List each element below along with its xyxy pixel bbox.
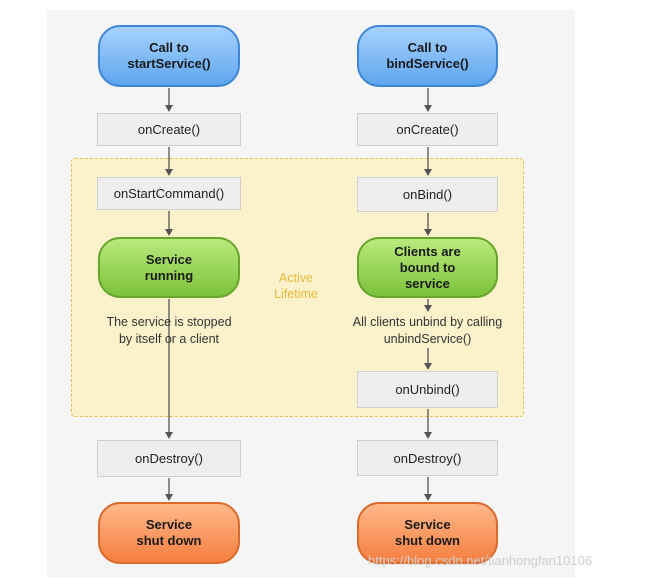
onunbind-box: onUnbind(): [357, 371, 498, 408]
left-running-to-destroy-arrow: [165, 299, 173, 439]
start-service-call: Call to startService(): [98, 25, 240, 87]
right-unbind-note: All clients unbind by calling unbindServ…: [352, 315, 503, 346]
bind-service-call: Call to bindService(): [357, 25, 498, 87]
right-bind-to-bound-arrow: [424, 213, 432, 236]
left-destroy-to-shutdown-arrow: [165, 478, 173, 501]
right-note-to-unbind-arrow: [424, 348, 432, 370]
left-oncreate-box: onCreate(): [97, 113, 241, 146]
right-ondestroy-box: onDestroy(): [357, 440, 498, 476]
active-lifetime-label: Active Lifetime: [274, 271, 318, 301]
right-destroy-to-shutdown-arrow: [424, 477, 432, 501]
onstartcommand-box: onStartCommand(): [97, 177, 241, 210]
right-oncreate-box: onCreate(): [357, 113, 498, 146]
left-stop-note: The service is stopped by itself or a cl…: [106, 315, 232, 346]
watermark: https://blog.csdn.net/tianhongfan10106: [368, 553, 593, 568]
service-running-state: Service running: [98, 237, 240, 298]
left-start-to-create-arrow: [165, 88, 173, 112]
left-service-shutdown: Service shut down: [98, 502, 240, 564]
left-create-to-command-arrow: [165, 147, 173, 176]
right-service-shutdown: Service shut down: [357, 502, 498, 564]
clients-bound-state: Clients are bound to service: [357, 237, 498, 298]
onbind-box: onBind(): [357, 177, 498, 212]
left-command-to-running-arrow: [165, 211, 173, 236]
right-bound-to-note-arrow: [424, 299, 432, 312]
right-unbind-to-destroy-arrow: [424, 409, 432, 439]
right-create-to-bind-arrow: [424, 147, 432, 176]
left-ondestroy-box: onDestroy(): [97, 440, 241, 477]
right-start-to-create-arrow: [424, 88, 432, 112]
